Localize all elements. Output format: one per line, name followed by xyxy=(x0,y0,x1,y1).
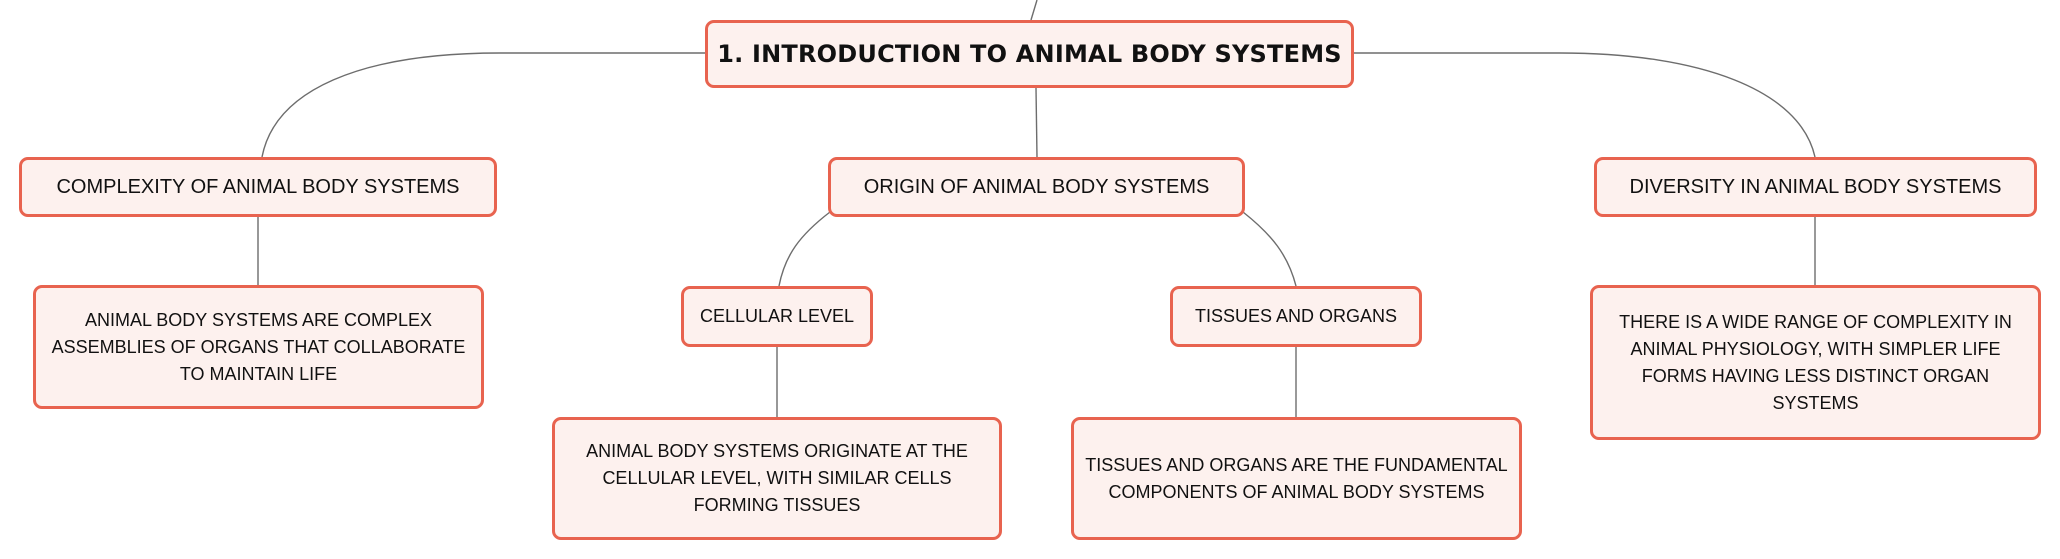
diversity-detail-node[interactable]: THERE IS A WIDE RANGE OF COMPLEXITY IN A… xyxy=(1590,285,2041,440)
cellular-level-node-label: CELLULAR LEVEL xyxy=(699,306,855,326)
connector-parent-root xyxy=(1030,0,1038,21)
cellular-level-detail-node[interactable]: ANIMAL BODY SYSTEMS ORIGINATE AT THE CEL… xyxy=(552,417,1002,540)
complexity-detail-node[interactable]: ANIMAL BODY SYSTEMS ARE COMPLEX ASSEMBLI… xyxy=(33,285,484,409)
origin-node-label: ORIGIN OF ANIMAL BODY SYSTEMS xyxy=(863,175,1210,198)
diversity-detail-text: THERE IS A WIDE RANGE OF COMPLEXITY IN A… xyxy=(1619,311,2012,413)
diversity-node[interactable]: DIVERSITY IN ANIMAL BODY SYSTEMS xyxy=(1594,157,2037,217)
diversity-node-label: DIVERSITY IN ANIMAL BODY SYSTEMS xyxy=(1629,175,2002,198)
complexity-detail-text: ANIMAL BODY SYSTEMS ARE COMPLEX ASSEMBLI… xyxy=(51,309,466,384)
root-node[interactable]: 1. INTRODUCTION TO ANIMAL BODY SYSTEMS xyxy=(705,20,1354,88)
tissues-organs-detail-node[interactable]: TISSUES AND ORGANS ARE THE FUNDAMENTAL C… xyxy=(1071,417,1522,540)
tissues-organs-node-label: TISSUES AND ORGANS xyxy=(1194,306,1398,326)
cellular-level-detail-text: ANIMAL BODY SYSTEMS ORIGINATE AT THE CEL… xyxy=(586,441,968,515)
tissues-organs-detail-text: TISSUES AND ORGANS ARE THE FUNDAMENTAL C… xyxy=(1085,454,1508,502)
connector-origin-tissues xyxy=(1242,211,1297,287)
origin-node[interactable]: ORIGIN OF ANIMAL BODY SYSTEMS xyxy=(828,157,1245,217)
connector-root-origin xyxy=(1035,87,1038,158)
connector-origin-cellular xyxy=(778,211,831,287)
connector-root-complexity xyxy=(261,52,705,158)
complexity-node-label: COMPLEXITY OF ANIMAL BODY SYSTEMS xyxy=(56,175,460,198)
root-node-label: 1. INTRODUCTION TO ANIMAL BODY SYSTEMS xyxy=(717,40,1342,68)
complexity-node[interactable]: COMPLEXITY OF ANIMAL BODY SYSTEMS xyxy=(19,157,497,217)
connector-root-diversity xyxy=(1354,52,1816,158)
cellular-level-node[interactable]: CELLULAR LEVEL xyxy=(681,286,873,347)
tissues-organs-node[interactable]: TISSUES AND ORGANS xyxy=(1170,286,1422,347)
